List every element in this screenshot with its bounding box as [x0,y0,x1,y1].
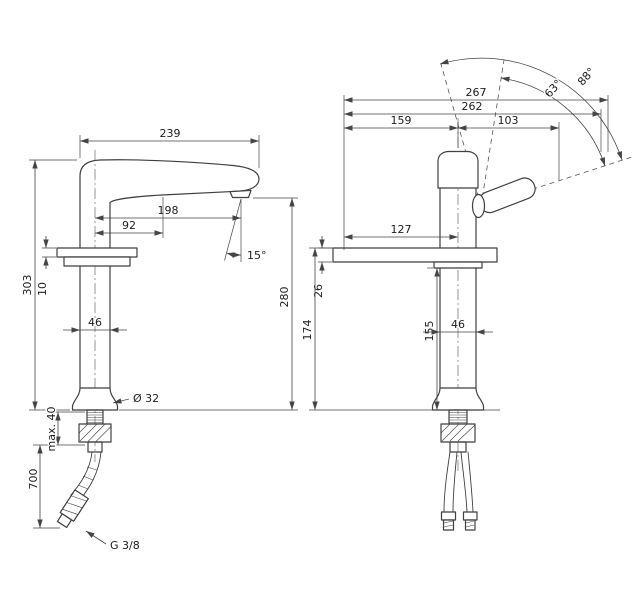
front-shank-lower [449,441,467,453]
thread-leader [85,530,107,545]
shank-lower [87,441,103,453]
dim-g38: G 3/8 [110,539,140,552]
dim-267: 267 [466,86,487,99]
dim-103: 103 [498,114,519,127]
body-column [79,265,111,389]
select-handle [478,177,536,214]
stream-angle-leg [224,198,242,261]
escutcheon [71,387,119,411]
nut-hatch [78,423,112,442]
spout-top-cap [437,150,479,189]
shank-threads [87,412,103,423]
dia32-leader [112,398,130,404]
dim-159: 159 [391,114,412,127]
dim-46-right: 46 [451,318,465,331]
hose-right-nut [462,511,478,521]
dim-127: 127 [391,223,412,236]
hose-left-tip [442,519,455,531]
shelf-plate [332,247,498,263]
front-escutcheon [431,387,485,411]
hose-left-nut [440,511,457,521]
mounting-nut [78,423,112,443]
handle-swing-arc-outer [439,57,623,161]
stream-angle-arc [226,252,242,258]
base-plate [56,247,138,258]
front-view-dimensions: 267 262 159 103 127 26 174 155 46 63° 88… [300,64,609,411]
dim-46-left: 46 [88,316,102,329]
dim-174: 174 [301,320,314,341]
handle-joint [471,193,486,219]
front-view [332,57,633,531]
dim-198: 198 [158,204,179,217]
base-plate-lower [63,256,131,267]
front-shank-threads [449,412,467,423]
dim-280: 280 [278,287,291,308]
aerator [229,189,252,199]
hose-fitting [56,489,89,529]
dim-26: 26 [312,284,325,298]
dim-239: 239 [160,127,181,140]
dim-700: 700 [27,469,40,490]
dim-15deg: 15° [247,249,267,262]
dim-155: 155 [423,321,436,342]
hose-right-tip [464,519,476,531]
dim-92: 92 [122,219,136,232]
dim-dia32: Ø 32 [133,392,159,405]
spout-outline [79,159,260,251]
side-view [56,150,260,529]
dim-10: 10 [36,282,49,296]
dim-88deg: 88° [575,65,598,88]
supply-hose-edge-1 [70,451,93,496]
dim-303: 303 [21,275,34,296]
hose-left [443,451,458,513]
dim-63deg: 63° [542,77,565,100]
hose-braiding [72,466,98,498]
front-body-column [439,187,477,389]
hose-right [460,451,474,513]
front-nut-hatch [440,423,476,442]
dim-262: 262 [462,100,483,113]
dim-max40: max. 40 [45,407,58,452]
shelf-support [433,261,483,269]
side-view-dimensions: 239 198 92 15° 303 280 10 46 Ø 32 max. 4… [20,126,298,554]
